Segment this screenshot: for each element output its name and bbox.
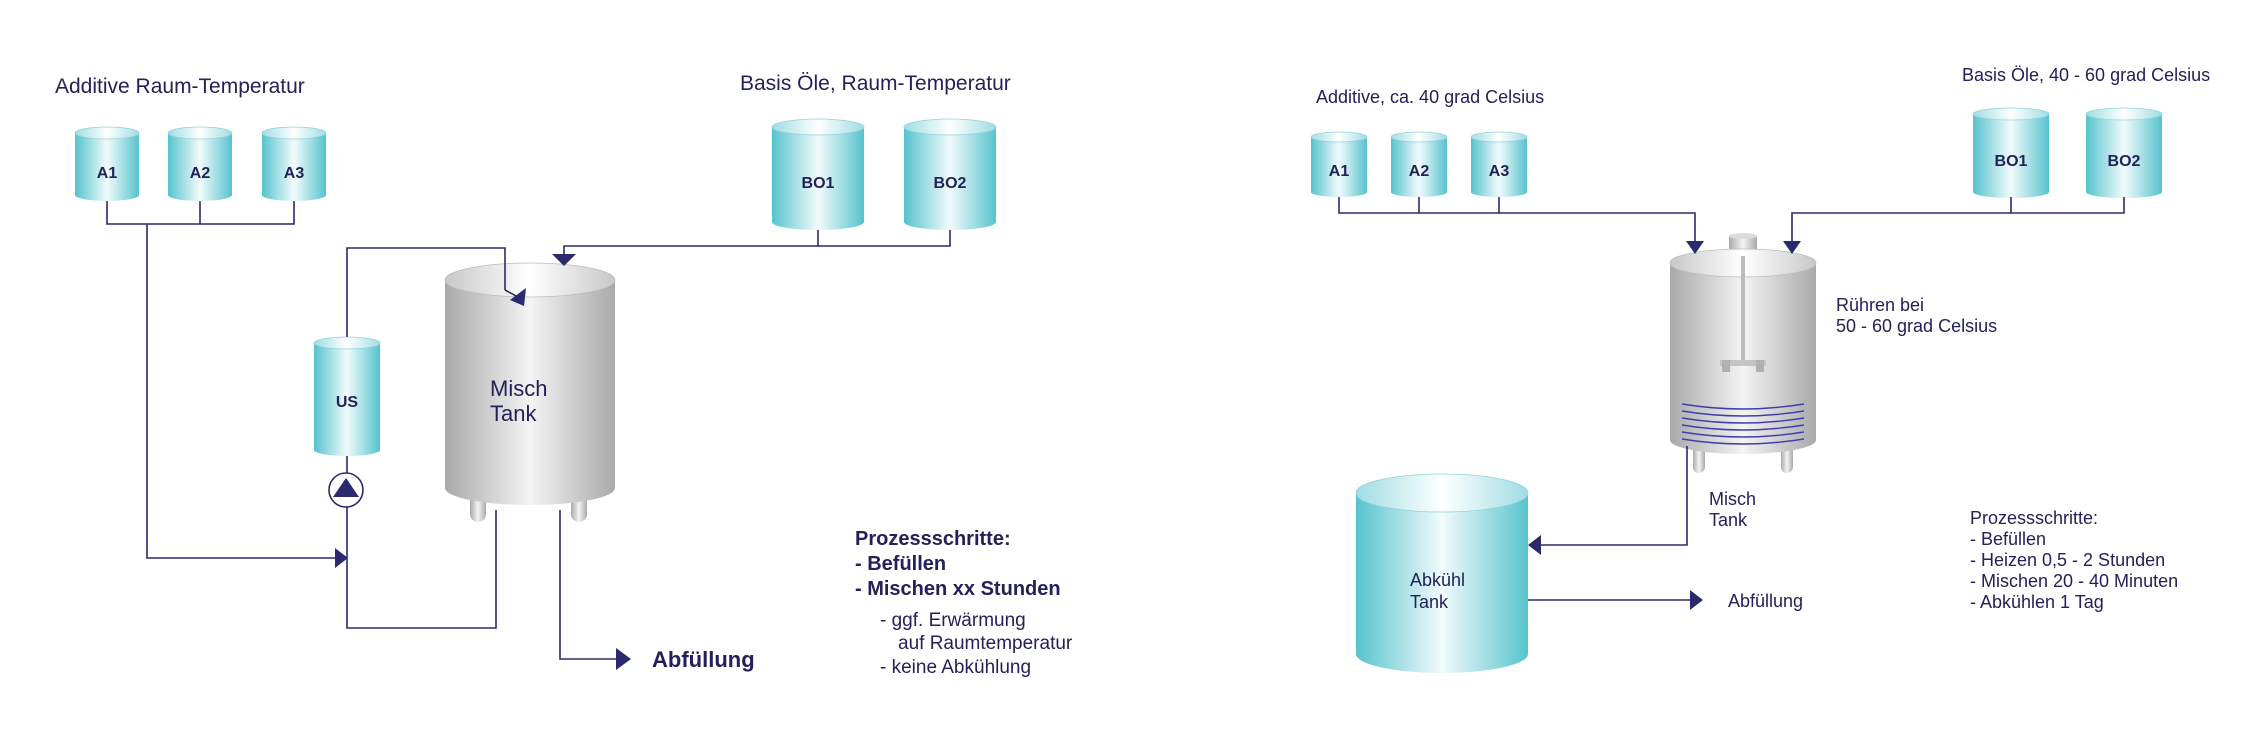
left-additive-label-a1: A1 — [97, 165, 118, 182]
right-base-oil-label-bo2: BO2 — [2108, 153, 2141, 170]
left-mix-tank-label-1: Misch — [490, 376, 547, 401]
right-cooling-tank-label-1: Abkühl — [1410, 570, 1465, 590]
right-step-3: - Mischen 20 - 40 Minuten — [1970, 571, 2178, 591]
right-process-steps: Prozessschritte: - Befüllen - Heizen 0,5… — [1970, 508, 2178, 612]
left-substep-2: - keine Abkühlung — [880, 657, 1031, 678]
right-base-oils-heading: Basis Öle, 40 - 60 grad Celsius — [1962, 65, 2210, 85]
left-additive-tank-a2: A2 — [167, 126, 233, 201]
right-stir-label-1: Rühren bei — [1836, 295, 1924, 315]
left-substep-1: - ggf. Erwärmung — [880, 610, 1026, 631]
right-additive-tank-a3: A3 — [1470, 131, 1528, 197]
left-circulation-tank-us: US — [313, 336, 381, 456]
right-filling-label: Abfüllung — [1728, 591, 1803, 611]
right-piping — [1338, 197, 2125, 610]
pump-icon — [328, 472, 364, 508]
left-circulation-label: US — [336, 394, 359, 411]
right-additives-heading: Additive, ca. 40 grad Celsius — [1316, 87, 1544, 107]
right-base-oil-tank-bo1: BO1 — [1972, 107, 2050, 198]
left-step-2: - Mischen xx Stunden — [855, 578, 1061, 600]
left-mix-tank-label-2: Tank — [490, 401, 537, 426]
right-mix-tank — [1669, 233, 1817, 473]
heating-coil-icon — [1681, 403, 1805, 445]
right-step-1: - Befüllen — [1970, 529, 2046, 549]
stirrer-icon — [1720, 256, 1766, 372]
right-step-2: - Heizen 0,5 - 2 Stunden — [1970, 550, 2165, 570]
left-filling-label: Abfüllung — [652, 647, 755, 672]
left-additive-tank-a1: A1 — [74, 126, 140, 201]
right-step-4: - Abkühlen 1 Tag — [1970, 592, 2104, 612]
right-additive-tank-a2: A2 — [1390, 131, 1448, 197]
right-additive-tank-a1: A1 — [1310, 131, 1368, 197]
left-process-steps: Prozessschritte: - Befüllen - Mischen xx… — [855, 528, 1073, 678]
right-steps-title: Prozessschritte: — [1970, 508, 2098, 528]
right-additive-label-a1: A1 — [1329, 163, 1350, 180]
right-cooling-tank: Abkühl Tank — [1355, 473, 1529, 673]
right-mix-tank-label-2: Tank — [1709, 510, 1748, 530]
right-additive-label-a2: A2 — [1409, 163, 1430, 180]
left-steps-title: Prozessschritte: — [855, 528, 1011, 550]
left-additive-label-a2: A2 — [190, 165, 211, 182]
left-additives-heading: Additive Raum-Temperatur — [55, 75, 305, 98]
right-base-oil-tank-bo2: BO2 — [2085, 107, 2163, 198]
left-piping — [106, 201, 951, 670]
left-step-1: - Befüllen — [855, 553, 946, 575]
right-cooling-tank-label-2: Tank — [1410, 592, 1449, 612]
right-base-oil-label-bo1: BO1 — [1995, 153, 2028, 170]
left-base-oil-tank-bo1: BO1 — [771, 118, 865, 230]
left-additive-label-a3: A3 — [284, 165, 305, 182]
left-base-oil-label-bo2: BO2 — [934, 175, 967, 192]
left-substep-1b: auf Raumtemperatur — [898, 633, 1073, 654]
right-mix-tank-label-1: Misch — [1709, 489, 1756, 509]
left-base-oil-tank-bo2: BO2 — [903, 118, 997, 230]
right-stir-label-2: 50 - 60 grad Celsius — [1836, 316, 1997, 336]
right-additive-label-a3: A3 — [1489, 163, 1510, 180]
left-mix-tank: Misch Tank — [444, 262, 616, 522]
left-additive-tank-a3: A3 — [261, 126, 327, 201]
left-base-oil-label-bo1: BO1 — [802, 175, 835, 192]
left-base-oils-heading: Basis Öle, Raum-Temperatur — [740, 72, 1011, 95]
